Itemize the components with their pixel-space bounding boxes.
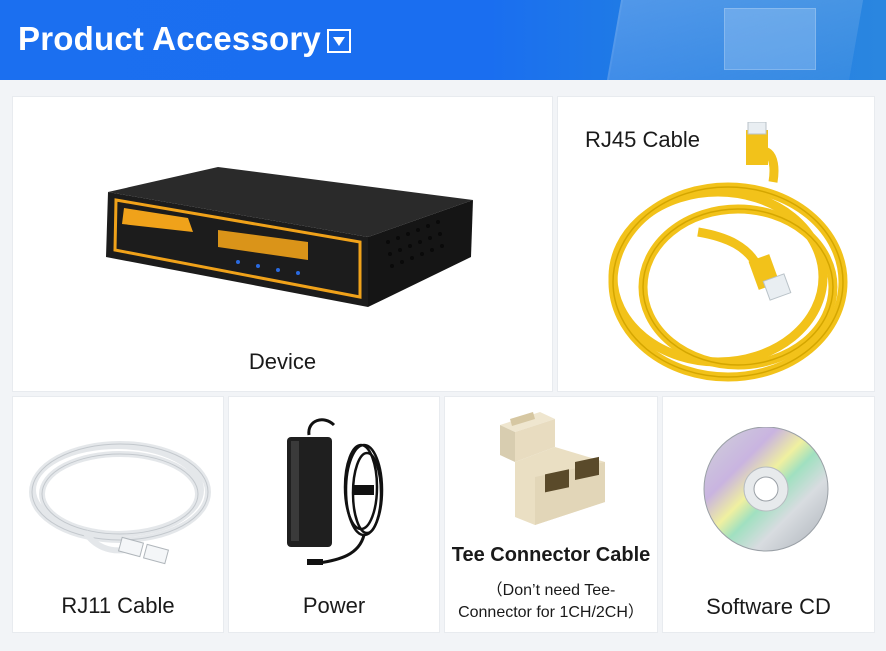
- rj45-cable-image: [608, 122, 848, 382]
- header-banner: Product Accessory: [0, 0, 886, 80]
- device-card: Device: [13, 97, 552, 391]
- rj11-cable-card: RJ11 Cable: [13, 397, 223, 632]
- power-card: Power: [229, 397, 439, 632]
- page-title: Product Accessory: [18, 20, 321, 57]
- triangle-down-icon: [333, 36, 345, 46]
- tee-connector-card: Tee Connector Cable （Don’t need Tee- Con…: [445, 397, 657, 632]
- software-cd-card: Software CD: [663, 397, 874, 632]
- power-label: Power: [302, 593, 366, 618]
- rj45-cable-card: RJ45 Cable: [558, 97, 874, 391]
- rj11-cable-label: RJ11 Cable: [61, 593, 175, 618]
- device-label: Device: [248, 349, 317, 374]
- rj11-cable-image: [29, 441, 211, 565]
- tee-connector-note-line1: （Don’t need Tee-: [486, 582, 616, 599]
- header-decoration-panel: [724, 8, 816, 70]
- rj45-cable-label: RJ45 Cable: [585, 127, 700, 152]
- dropdown-toggle[interactable]: [327, 29, 351, 53]
- tee-connector-label: Tee Connector Cable: [451, 544, 651, 566]
- tee-connector-image: [500, 412, 605, 525]
- software-cd-label: Software CD: [706, 594, 831, 619]
- power-adapter-image: [287, 418, 384, 565]
- device-image: [106, 167, 473, 307]
- cd-image: [703, 427, 829, 552]
- tee-connector-note-line2: Connector for 1CH/2CH）: [458, 604, 644, 621]
